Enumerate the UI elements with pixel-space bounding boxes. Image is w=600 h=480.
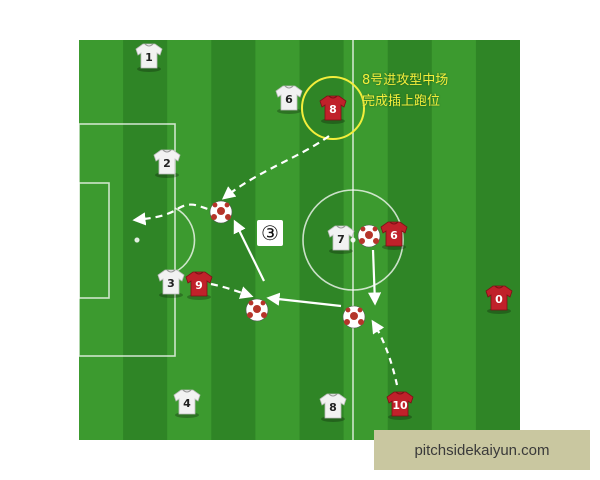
pitch-stripe [431, 40, 477, 440]
run-arrow-8 [221, 135, 330, 200]
penalty-box [79, 123, 176, 357]
annotation-text: 8号进攻型中场 完成插上跑位 [362, 70, 522, 112]
jersey-shape [185, 271, 213, 297]
pitch-stripe [79, 40, 124, 440]
player-red-9: 9 [185, 271, 213, 300]
center-circle [302, 189, 404, 291]
jersey-shape [275, 85, 303, 111]
ball-icon [357, 224, 381, 248]
balls [209, 200, 381, 329]
jersey-number: 10 [392, 399, 408, 412]
movement-arrows [132, 135, 399, 386]
player-white-7: 7 [327, 225, 355, 254]
player-white-1: 1 [135, 43, 163, 72]
jersey-number: 4 [183, 397, 191, 410]
goal-area [79, 182, 110, 299]
jersey-number: 8 [329, 103, 337, 116]
annotation-line-1: 8号进攻型中场 [362, 73, 449, 88]
player-red-0: 0 [485, 285, 513, 314]
pitch-markings [79, 40, 404, 440]
ball-icon [209, 200, 233, 224]
annotation-line-2: 完成插上跑位 [362, 94, 441, 109]
pitch-stripe [123, 40, 168, 440]
jersey-shape [153, 149, 181, 175]
player-white-3: 3 [157, 269, 185, 298]
jersey-shape [173, 389, 201, 415]
penalty-spot [134, 237, 140, 243]
player-red-8: 8 [319, 95, 347, 124]
run-arrow-9 [210, 282, 254, 299]
jersey-number: 9 [195, 279, 203, 292]
player-white-8: 8 [319, 393, 347, 422]
player-red-6: 6 [380, 221, 408, 250]
jersey-number: 6 [390, 229, 398, 242]
pass-arrow-up [233, 219, 265, 282]
jersey-shape [135, 43, 163, 69]
jersey-number: 8 [329, 401, 337, 414]
jersey-shape [319, 393, 347, 419]
run-arrow-left [132, 203, 220, 226]
jersey-shape [327, 225, 355, 251]
center-spot [350, 237, 356, 243]
jersey-shape [380, 221, 408, 247]
pass-arrow-down [368, 249, 382, 306]
player-red-10: 10 [386, 391, 414, 420]
players: 1 6 2 7 3 4 8 8 6 9 0 10 [135, 43, 513, 422]
jersey-number: 3 [167, 277, 175, 290]
jersey-number: 7 [337, 233, 345, 246]
jersey-number: 6 [285, 93, 293, 106]
jersey-number: 1 [145, 51, 153, 64]
penalty-arc [174, 207, 196, 273]
pitch-stripe [211, 40, 256, 440]
pass-arrow-left [266, 292, 342, 308]
ball-icon [342, 305, 366, 329]
jersey-shape [485, 285, 513, 311]
highlight-ring [301, 76, 365, 140]
watermark: pitchsidekaiyun.com [374, 430, 590, 470]
jersey-shape [386, 391, 414, 417]
ball-icon [245, 298, 269, 322]
jersey-shape [319, 95, 347, 121]
step-marker: ③ [257, 220, 283, 246]
jersey-shape [157, 269, 185, 295]
pitch-stripe [167, 40, 212, 440]
player-white-6: 6 [275, 85, 303, 114]
jersey-number: 2 [163, 157, 171, 170]
pitch-stripe [475, 40, 520, 440]
jersey-number: 0 [495, 293, 503, 306]
run-arrow-10 [371, 319, 399, 386]
player-white-4: 4 [173, 389, 201, 418]
player-white-2: 2 [153, 149, 181, 178]
